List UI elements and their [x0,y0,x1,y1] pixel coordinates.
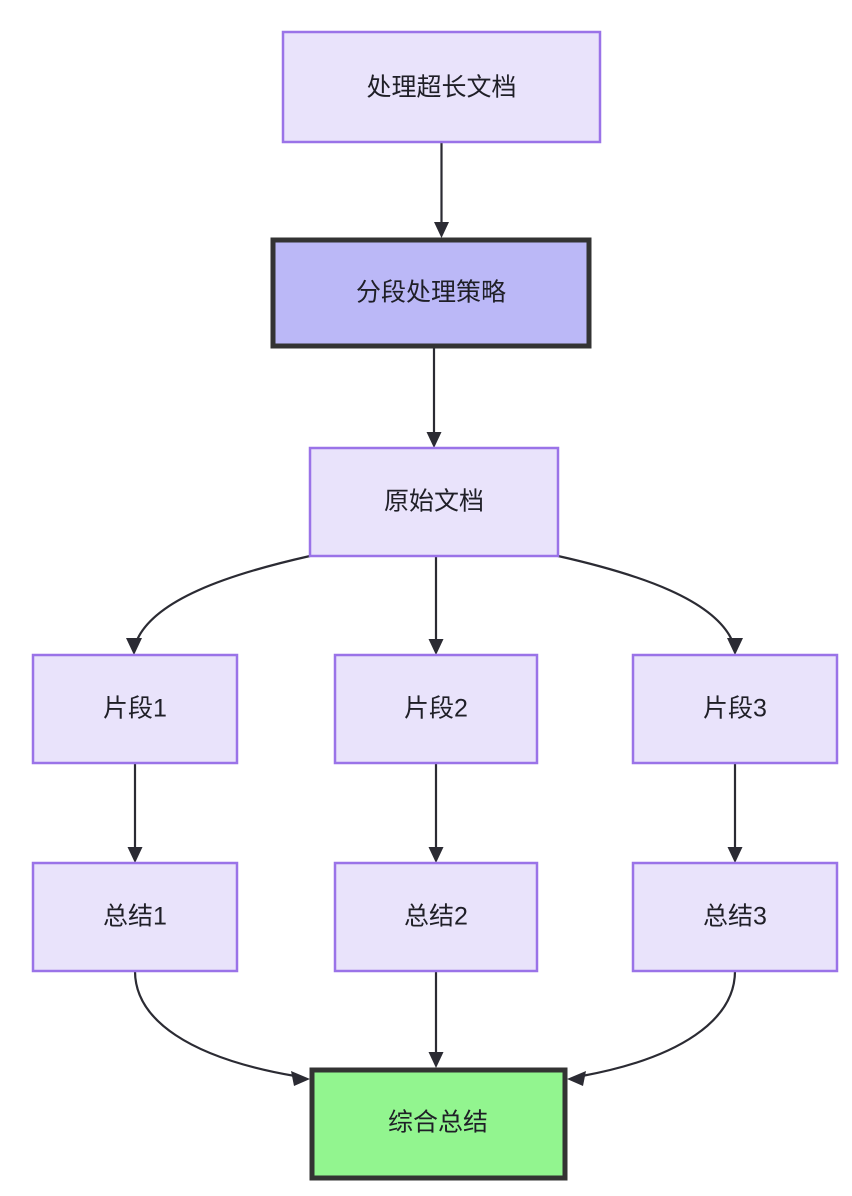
node-label: 总结2 [404,903,468,931]
arrow-head-icon [127,847,143,863]
edge-summary-1-to-final [133,970,310,1086]
arrow-head-icon [428,847,444,863]
node-summary-3[interactable]: 总结3 [631,861,839,973]
edge-original-to-fragment-1 [126,554,311,655]
node-original-document[interactable]: 原始文档 [308,446,560,558]
node-label: 片段3 [703,695,767,723]
edge-layer [126,142,743,1086]
node-summary-1[interactable]: 总结1 [31,861,239,973]
arrow-head-icon [426,432,442,448]
node-label: 片段1 [103,695,167,723]
edge-summary-3-to-final [567,970,737,1086]
edge-strategy-to-original [426,348,442,448]
node-final-summary[interactable]: 综合总结 [309,1067,568,1181]
node-label: 总结3 [703,903,767,931]
node-box[interactable] [631,653,839,765]
edge-fragment-3-to-summary-3 [727,763,743,863]
node-fragment-3[interactable]: 片段3 [631,653,839,765]
node-label: 原始文档 [384,488,484,516]
arrow-head-icon [434,222,449,238]
edge-original-to-fragment-3 [557,554,743,655]
node-label: 处理超长文档 [366,74,516,102]
arrow-head-icon [727,847,743,863]
arrow-head-icon [428,1052,444,1068]
node-box[interactable] [31,653,239,765]
edge-original-to-fragment-2 [428,556,444,655]
node-label: 分段处理策略 [356,279,506,307]
node-label: 总结1 [103,903,167,931]
node-fragment-2[interactable]: 片段2 [333,653,539,765]
node-box[interactable] [309,1067,568,1181]
edge-process-to-strategy [434,142,449,238]
node-layer: 处理超长文档 分段处理策略 原始文档 片段1 片段2 片段3 [31,30,839,1181]
arrow-head-icon [291,1071,310,1086]
node-summary-2[interactable]: 总结2 [333,861,539,973]
arrow-head-icon [428,639,444,655]
node-box[interactable] [333,653,539,765]
arrow-head-icon [727,638,743,655]
node-label: 片段2 [404,695,468,723]
node-box[interactable] [31,861,239,973]
node-chunking-strategy[interactable]: 分段处理策略 [270,237,592,349]
node-box[interactable] [631,861,839,973]
node-box[interactable] [308,446,560,558]
node-box[interactable] [333,861,539,973]
edge-fragment-1-to-summary-1 [127,763,143,863]
node-label: 综合总结 [388,1109,488,1137]
node-fragment-1[interactable]: 片段1 [31,653,239,765]
arrow-head-icon [126,638,142,655]
edge-summary-2-to-final [428,971,444,1068]
node-box[interactable] [270,237,592,349]
node-process-long-document[interactable]: 处理超长文档 [281,30,602,144]
node-box[interactable] [281,30,602,144]
arrow-head-icon [567,1071,586,1086]
edge-fragment-2-to-summary-2 [428,763,444,863]
